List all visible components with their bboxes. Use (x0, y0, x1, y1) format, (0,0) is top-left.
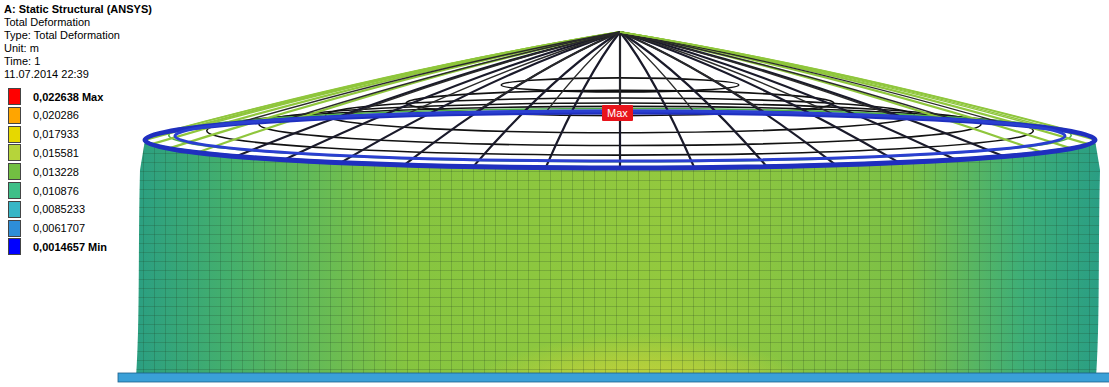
roof-rib (341, 32, 620, 117)
legend-value: 0,0014657 Min (33, 241, 107, 253)
roof-rib (473, 32, 620, 113)
max-tag: Max (602, 105, 633, 121)
roof-rib (284, 32, 620, 120)
result-info: Total Deformation (4, 16, 90, 29)
legend-row: 0,017933 (8, 126, 79, 143)
roof-rib (546, 32, 620, 112)
roof-rib (341, 32, 620, 163)
legend-value: 0,015581 (33, 147, 79, 159)
roof-rib (620, 32, 836, 115)
roof-rib (620, 32, 1089, 136)
legend-value: 0,020286 (33, 109, 79, 121)
roof-rib (620, 32, 767, 167)
result-info: Time: 1 (4, 55, 40, 68)
result-info: 11.07.2014 22:39 (4, 68, 89, 81)
roof-rib (151, 32, 620, 144)
legend-row: 0,0014657 Min (8, 238, 107, 255)
legend-row: 0,020286 (8, 107, 79, 124)
roof-rib (620, 32, 1004, 156)
legend-row: 0,0061707 (8, 220, 85, 237)
legend-swatch (8, 238, 21, 255)
roof-rib (151, 32, 620, 136)
legend-row: 0,010876 (8, 182, 79, 199)
tag-text: Max (607, 107, 628, 119)
legend-row: 0,022638 Max (8, 88, 103, 105)
legend-row: 0,0085233 (8, 201, 85, 218)
legend-swatch (8, 182, 21, 199)
legend-value: 0,0085233 (33, 203, 85, 215)
legend-row: 0,013228 (8, 163, 79, 180)
result-info: Unit: m (4, 42, 39, 55)
roof-rib (620, 32, 956, 120)
roof-rib (236, 32, 620, 156)
legend-swatch (8, 144, 21, 161)
legend-value: 0,010876 (33, 185, 79, 197)
roof-rib (620, 32, 1072, 149)
legend-swatch (8, 88, 21, 105)
legend-value: 0,022638 Max (33, 91, 103, 103)
legend-value: 0,0061707 (33, 222, 85, 234)
roof-rib (473, 32, 620, 167)
roof-frame (145, 32, 1095, 168)
base-plate (118, 373, 1109, 382)
legend-row: 0,015581 (8, 144, 79, 161)
legend-swatch (8, 201, 21, 218)
legend-value: 0,013228 (33, 166, 79, 178)
roof-rib (620, 32, 899, 117)
roof-rib (197, 32, 620, 153)
roof-rib (404, 32, 620, 115)
legend-swatch (8, 126, 21, 143)
roof-rib (619, 32, 621, 168)
result-title: A: Static Structural (ANSYS) (4, 3, 152, 16)
legend-swatch (8, 163, 21, 180)
roof-rib (168, 32, 620, 149)
roof-rib (619, 32, 620, 112)
legend-swatch (8, 220, 21, 237)
result-info: Type: Total Deformation (4, 29, 120, 42)
legend-swatch (8, 107, 21, 124)
legend-value: 0,017933 (33, 128, 79, 140)
